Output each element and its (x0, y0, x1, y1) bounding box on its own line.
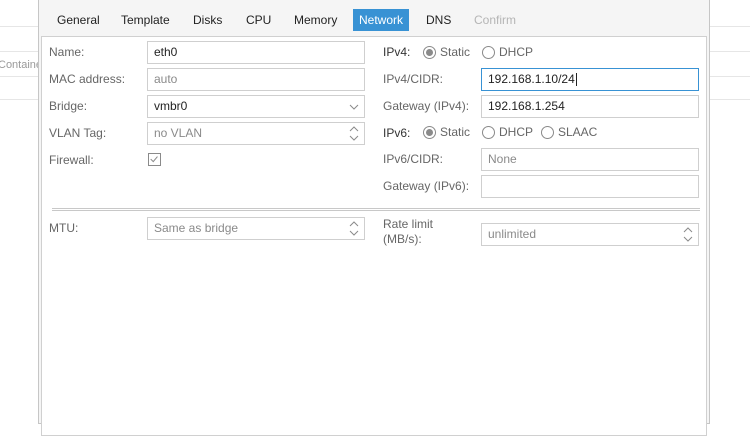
rate-limit-label: Rate limit (MB/s): (383, 217, 434, 246)
ipv4-static-label: Static (440, 45, 471, 59)
section-divider-shadow (52, 210, 700, 211)
create-container-dialog: General Template Disks CPU Memory Networ… (38, 0, 710, 436)
ipv4-cidr-label: IPv4/CIDR: (383, 72, 444, 86)
text-caret (575, 73, 577, 87)
ipv4-gateway-input[interactable]: 192.168.1.254 (481, 95, 699, 118)
tab-cpu[interactable]: CPU (246, 13, 272, 27)
bridge-value: vmbr0 (154, 99, 188, 113)
bg-row-text: Containe (0, 59, 43, 71)
ipv4-gateway-label: Gateway (IPv4): (383, 99, 470, 113)
ipv6-cidr-input[interactable]: None (481, 148, 699, 171)
ipv4-dhcp-radio[interactable] (482, 46, 495, 59)
ipv6-cidr-label: IPv6/CIDR: (383, 152, 444, 166)
ipv6-gateway-label: Gateway (IPv6): (383, 179, 470, 193)
spinner-updown-icon[interactable] (348, 123, 360, 144)
name-label: Name: (49, 45, 85, 59)
firewall-checkbox[interactable] (148, 153, 161, 166)
section-divider (52, 208, 700, 209)
tab-dns[interactable]: DNS (426, 13, 452, 27)
spinner-updown-icon[interactable] (348, 218, 360, 239)
ipv6-static-radio[interactable] (423, 126, 436, 139)
mac-address-input[interactable]: auto (147, 68, 365, 91)
firewall-label: Firewall: (49, 153, 94, 167)
checkmark-icon (150, 156, 158, 163)
ipv6-gateway-input[interactable] (481, 175, 699, 198)
mtu-placeholder: Same as bridge (154, 221, 239, 235)
rate-limit-placeholder: unlimited (488, 227, 537, 241)
vlan-tag-spinner[interactable]: no VLAN (147, 122, 365, 145)
spinner-updown-icon[interactable] (682, 224, 694, 245)
ipv4-dhcp-label: DHCP (499, 45, 534, 59)
bridge-label: Bridge: (49, 99, 88, 113)
tab-general[interactable]: General (57, 13, 100, 27)
mtu-label: MTU: (49, 221, 79, 235)
mtu-spinner[interactable]: Same as bridge (147, 217, 365, 240)
ipv6-static-label: Static (440, 125, 471, 139)
mac-label: MAC address: (49, 72, 126, 86)
tab-template[interactable]: Template (121, 13, 170, 27)
ipv4-cidr-value: 192.168.1.10/24 (488, 72, 575, 86)
ipv4-cidr-input[interactable]: 192.168.1.10/24 (481, 68, 699, 91)
wizard-tabbar: General Template Disks CPU Memory Networ… (39, 0, 709, 36)
ipv4-static-radio[interactable] (423, 46, 436, 59)
tab-confirm: Confirm (474, 13, 517, 27)
tab-network[interactable]: Network (353, 9, 410, 31)
vlan-label: VLAN Tag: (49, 126, 107, 140)
ipv4-label: IPv4: (383, 45, 411, 59)
ipv6-label: IPv6: (383, 126, 411, 140)
bridge-select[interactable]: vmbr0 (147, 95, 365, 118)
ipv6-dhcp-label: DHCP (499, 125, 534, 139)
ipv6-dhcp-radio[interactable] (482, 126, 495, 139)
name-input[interactable]: eth0 (147, 41, 365, 64)
rate-limit-spinner[interactable]: unlimited (481, 223, 699, 246)
ipv6-slaac-label: SLAAC (558, 125, 598, 139)
vlan-placeholder: no VLAN (154, 126, 203, 140)
chevron-down-icon (349, 104, 359, 110)
network-panel: Name: eth0 MAC address: auto Bridge: vmb… (41, 36, 707, 436)
tab-memory[interactable]: Memory (294, 13, 338, 27)
ipv6-slaac-radio[interactable] (541, 126, 554, 139)
tab-disks[interactable]: Disks (193, 13, 223, 27)
